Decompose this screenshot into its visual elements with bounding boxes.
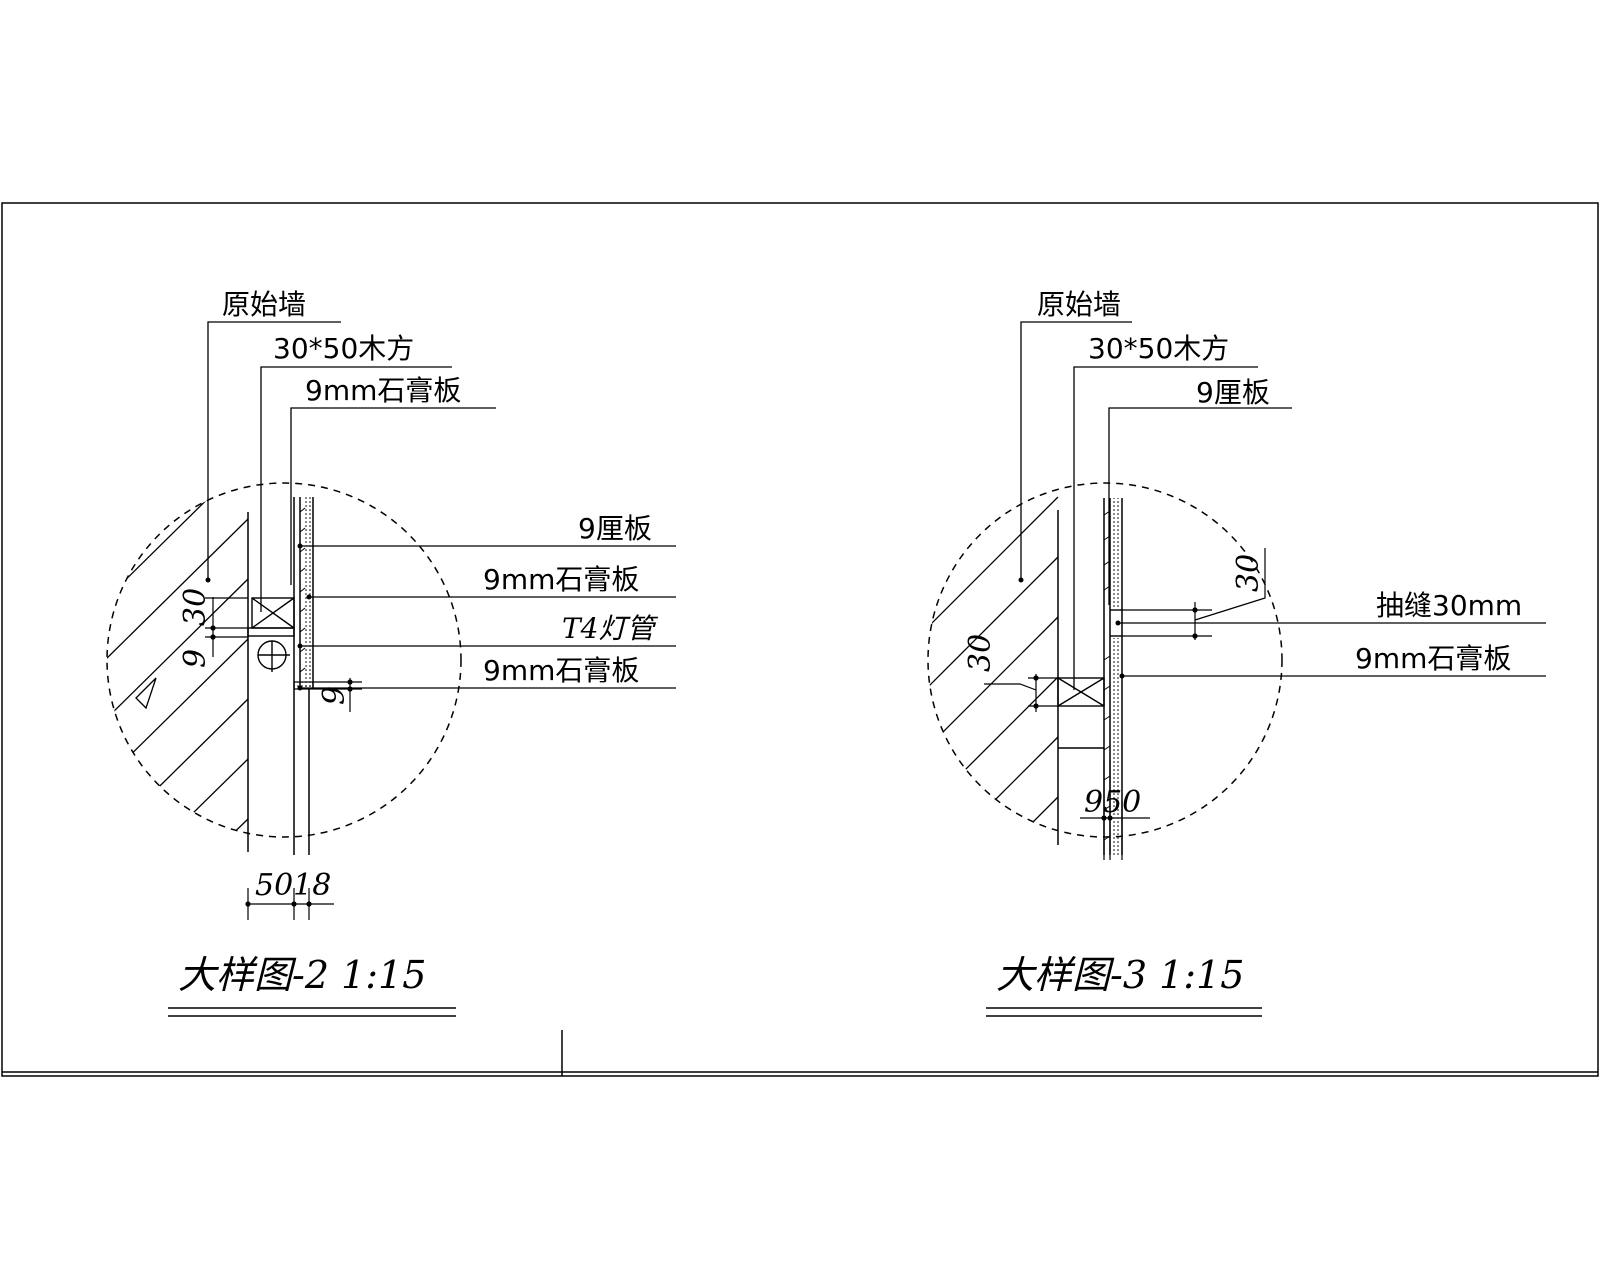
detail-3: 原始墙 30*50木方 9厘板 抽缝30mm 9mm石膏板 30 30 (927, 288, 1546, 1017)
detail-3-groove (1110, 609, 1122, 637)
detail-2-wood-batten (247, 597, 295, 637)
detail-2: 原始墙 30*50木方 9mm石膏板 9厘板 9mm石膏板 T4灯管 9mm石膏… (106, 288, 676, 1017)
detail-2-label-gypsum-bottom: 9mm石膏板 (483, 654, 639, 687)
detail-3-label-wood-batten: 30*50木方 (1088, 332, 1229, 365)
detail-3-leaders (1020, 321, 1546, 690)
detail-2-wall-lines (247, 497, 314, 855)
detail-2-dim-9b: 9 (317, 686, 352, 705)
detail-2-bottom-board (293, 681, 314, 690)
detail-3-dim-left (984, 674, 1058, 712)
detail-2-dim-30: 30 (178, 588, 213, 626)
detail-2-arrow-icon (135, 677, 157, 710)
detail-3-dim-30-left: 30 (963, 634, 998, 672)
detail-2-dim-bottom (245, 888, 334, 920)
detail-3-title: 大样图-3 1:15 (996, 953, 1244, 997)
detail-3-gypsum-hatch-top (1112, 498, 1121, 608)
detail-2-board-hatch (299, 497, 311, 687)
detail-2-label-gypsum-mid: 9mm石膏板 (483, 563, 639, 596)
detail-3-leader-dots (1018, 577, 1125, 679)
detail-2-title: 大样图-2 1:15 (178, 953, 426, 997)
detail-3-dim-30-right: 30 (1231, 554, 1266, 592)
detail-3-dim-right (1122, 548, 1266, 640)
detail-2-leaders (207, 321, 676, 689)
detail-3-label-original-wall: 原始墙 (1037, 288, 1121, 321)
detail-2-label-plywood: 9厘板 (578, 512, 652, 545)
detail-3-wood-batten (1057, 677, 1105, 749)
detail-2-leader-dots (205, 543, 312, 691)
sheet-frame (1, 202, 1599, 1077)
detail-3-label-groove: 抽缝30mm (1376, 589, 1522, 622)
detail-2-label-gypsum-top: 9mm石膏板 (305, 374, 461, 407)
detail-2-dim-right (313, 678, 362, 712)
detail-2-label-wood-batten: 30*50木方 (273, 332, 414, 365)
detail-3-dim-bottom-text: 950 (1084, 785, 1141, 820)
detail-3-label-gypsum: 9mm石膏板 (1355, 642, 1511, 675)
detail-3-title-underline (986, 1007, 1262, 1017)
detail-2-lamp-icon (257, 640, 290, 672)
detail-3-dim-bottom (1080, 760, 1150, 860)
detail-3-gypsum-hatch-bottom (1112, 638, 1121, 855)
detail-2-dim-left (205, 597, 248, 657)
detail-2-title-underline (168, 1007, 456, 1017)
detail-3-label-plywood: 9厘板 (1196, 376, 1270, 409)
detail-2-label-original-wall: 原始墙 (222, 288, 306, 321)
detail-2-label-lamp: T4灯管 (562, 612, 658, 645)
detail-2-dim-bottom-text: 5018 (255, 868, 331, 903)
detail-3-boundary-circle (927, 482, 1283, 838)
detail-2-boundary-circle (106, 482, 462, 838)
detail-2-dim-9: 9 (178, 649, 213, 668)
